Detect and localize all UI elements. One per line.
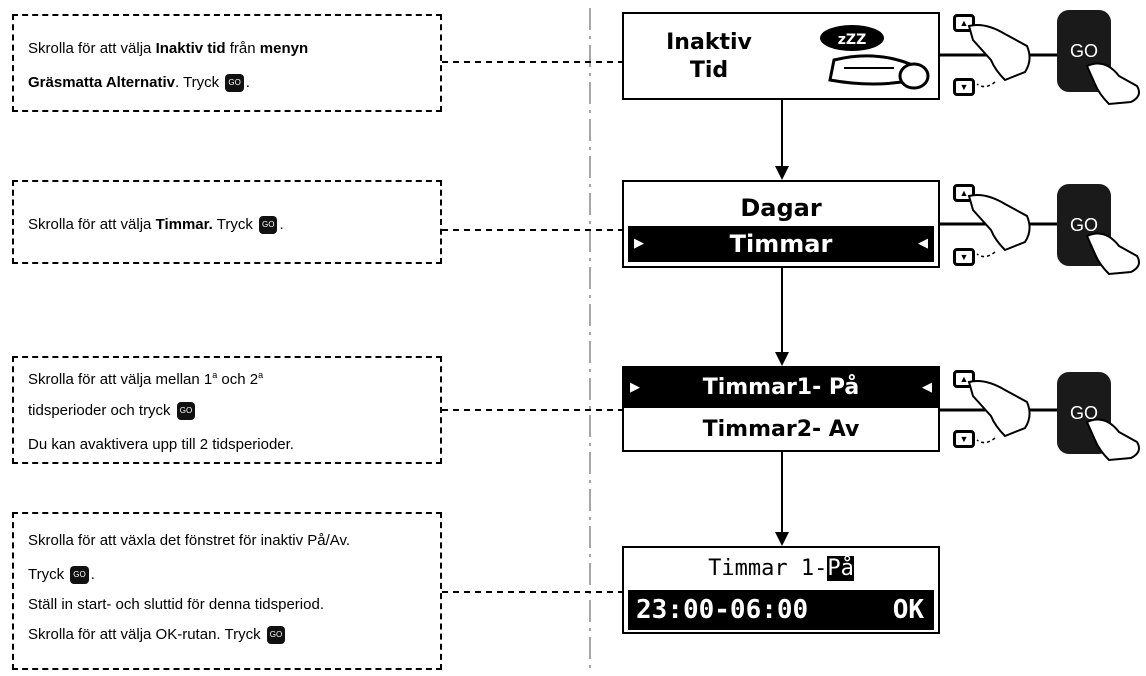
screen-line-label: Timmar 1- xyxy=(708,556,828,581)
instruction-text: Du kan avaktivera upp till 2 tidsperiode… xyxy=(28,436,294,453)
screen-title-line: Timmar 1-På xyxy=(624,552,938,586)
pointing-hand-icon xyxy=(1085,232,1140,276)
instruction-text: Tryck xyxy=(28,566,69,583)
lcd-screen-step-4: Timmar 1-På 23:00-06:00 OK xyxy=(622,546,940,634)
pointing-hand-icon xyxy=(1085,418,1140,462)
go-button-icon: GO xyxy=(176,402,196,421)
sleeping-mower-icon: zZZ xyxy=(820,25,930,90)
instruction-text: Skrolla för att välja OK-rutan. Tryck xyxy=(28,626,265,643)
instruction-text: Skrolla för att välja xyxy=(28,40,156,57)
instruction-text: Skrolla för att välja mellan 1 xyxy=(28,371,213,388)
time-range: 23:00-06:00 xyxy=(636,595,809,625)
ok-box: OK xyxy=(892,595,924,625)
instruction-text: Skrolla för att växla det fönstret för i… xyxy=(28,532,351,549)
instruction-text: . xyxy=(279,216,284,233)
go-button[interactable]: GO xyxy=(1057,10,1111,92)
lcd-screen-step-1: Inaktiv Tid zZZ xyxy=(622,12,940,100)
lcd-screen-step-3: ▶ Timmar1- På ◀ Timmar2- Av xyxy=(622,366,940,452)
instruction-step-3: Skrolla för att välja mellan 1a och 2a t… xyxy=(12,356,442,464)
screen-selected-line: ▶ Timmar1- På ◀ xyxy=(624,368,938,408)
scroll-down-button[interactable]: ▼ xyxy=(953,248,975,266)
screen-selected-line: ▶ Timmar ◀ xyxy=(628,226,934,262)
instruction-text: Ställ in start- och sluttid för denna ti… xyxy=(28,596,324,613)
pointing-hand-icon xyxy=(967,194,1031,258)
instruction-text: tidsperioder och tryck xyxy=(28,402,175,419)
scroll-up-button[interactable]: ▲ xyxy=(953,184,975,202)
go-button-icon: GO xyxy=(70,566,89,585)
selector-left-arrow-icon: ◀ xyxy=(918,236,928,251)
instruction-text: . xyxy=(90,566,95,583)
go-button-icon: GO xyxy=(225,74,244,93)
screen-line-label: Timmar1- På xyxy=(702,375,860,400)
instruction-bold: Gräsmatta Alternativ xyxy=(28,74,175,91)
screen-highlight: På xyxy=(827,556,854,581)
instruction-bold: Inaktiv tid xyxy=(155,40,226,57)
instruction-bold: menyn xyxy=(259,40,309,57)
screen-line: Tid xyxy=(689,58,729,83)
control-panel-step-2: ▲ ▼ GO xyxy=(945,178,1145,278)
instruction-step-4: Skrolla för att växla det fönstret för i… xyxy=(12,512,442,670)
go-button-icon: GO xyxy=(266,626,286,645)
scroll-down-button[interactable]: ▼ xyxy=(953,78,975,96)
instruction-text: Skrolla för att välja xyxy=(28,216,156,233)
screen-time-line: 23:00-06:00 OK xyxy=(628,590,934,630)
instruction-text: Tryck xyxy=(212,216,257,233)
control-panel-step-3: ▲ ▼ GO xyxy=(945,364,1145,464)
instruction-bold: Timmar. xyxy=(155,216,213,233)
instruction-step-2: Skrolla för att välja Timmar. Tryck GO. xyxy=(12,180,442,264)
control-panel-step-1: ▲ ▼ GO xyxy=(945,8,1145,108)
superscript: a xyxy=(212,370,218,380)
screen-line: Timmar2- Av xyxy=(702,417,860,442)
selector-right-arrow-icon: ▶ xyxy=(630,380,640,395)
screen-line: Inaktiv xyxy=(666,30,752,55)
screen-line: Dagar xyxy=(740,194,822,222)
instruction-text: . Tryck xyxy=(175,74,224,91)
pointing-hand-icon xyxy=(967,24,1031,88)
selector-right-arrow-icon: ▶ xyxy=(634,236,644,251)
pointing-hand-icon xyxy=(1085,62,1140,106)
scroll-down-button[interactable]: ▼ xyxy=(953,430,975,448)
instruction-text: . xyxy=(245,74,250,91)
instruction-text: och 2 xyxy=(217,371,259,388)
screen-line-label: Timmar xyxy=(729,230,833,258)
superscript: a xyxy=(258,370,264,380)
lcd-screen-step-2: Dagar ▶ Timmar ◀ xyxy=(622,180,940,268)
instruction-text: från xyxy=(225,40,260,57)
selector-left-arrow-icon: ◀ xyxy=(922,380,932,395)
sleep-zzz-label: zZZ xyxy=(838,32,866,48)
pointing-hand-icon xyxy=(967,380,1031,444)
instruction-step-1: Skrolla för att välja Inaktiv tid från m… xyxy=(12,14,442,112)
go-button-icon: GO xyxy=(259,216,278,235)
